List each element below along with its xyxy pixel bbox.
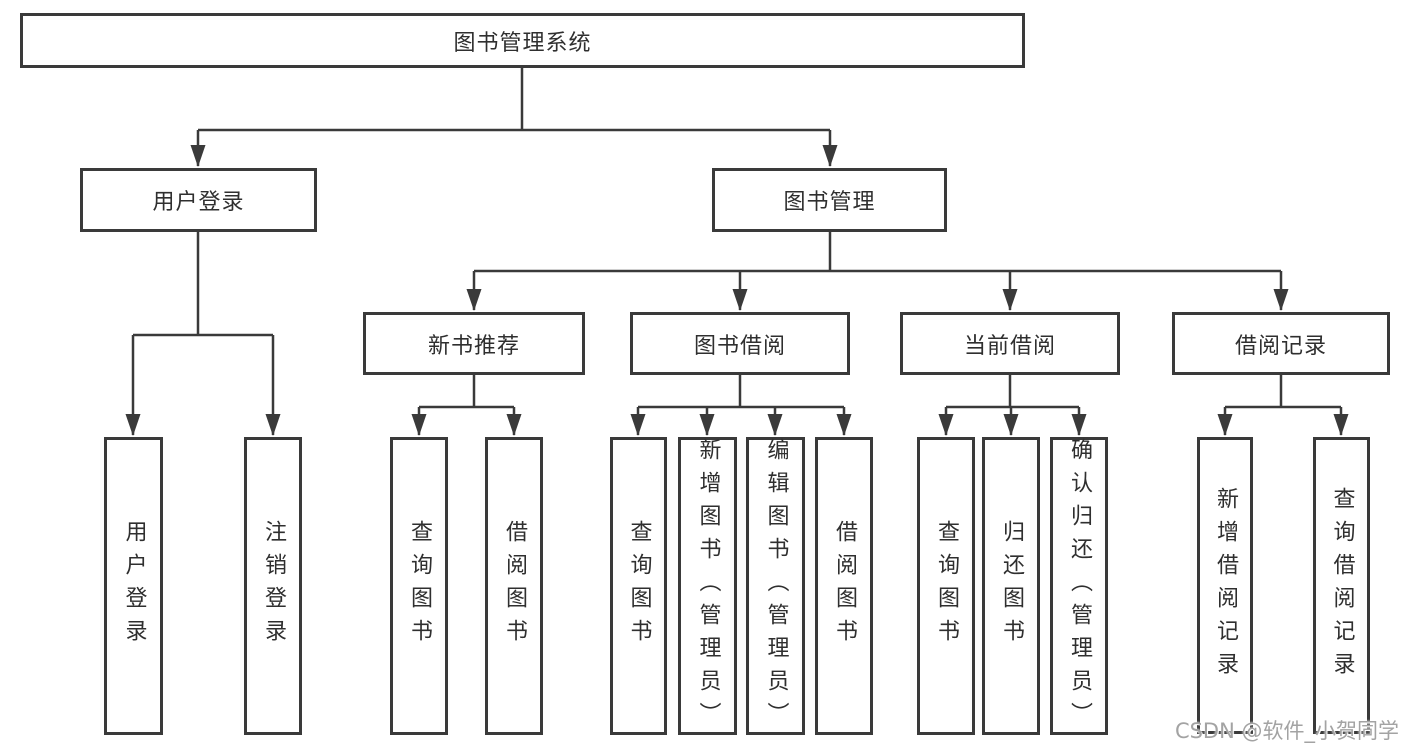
leaf-return-books-label: 归还图书 <box>999 520 1024 652</box>
node-book-management-label: 图书管理 <box>783 190 876 215</box>
node-current-borrowing-label: 当前借阅 <box>963 333 1056 359</box>
leaf-confirm-return-admin: 确认归还（管理员） <box>1050 437 1108 735</box>
leaf-borrow-books-label: 借阅图书 <box>832 520 857 652</box>
leaf-query-borrow-record-label: 查询借阅记录 <box>1329 486 1355 685</box>
csdn-watermark: CSDN @软件_小贺同学 <box>1174 719 1399 743</box>
leaf-confirm-return-admin-label: 确认归还（管理员） <box>1067 437 1092 735</box>
node-borrow-records: 借阅记录 <box>1172 312 1390 375</box>
leaf-add-books-admin-label: 新增图书（管理员） <box>695 437 721 735</box>
node-current-borrowing: 当前借阅 <box>900 312 1120 375</box>
leaf-query-books-current-label: 查询图书 <box>934 520 959 652</box>
leaf-add-books-admin: 新增图书（管理员） <box>678 437 737 735</box>
leaf-add-borrow-record-label: 新增借阅记录 <box>1213 486 1238 685</box>
leaf-edit-books-admin: 编辑图书（管理员） <box>746 437 805 735</box>
leaf-query-borrow-record: 查询借阅记录 <box>1313 437 1370 734</box>
leaf-query-books-recommend-label: 查询图书 <box>407 520 432 652</box>
node-book-borrowing-label: 图书借阅 <box>693 333 786 359</box>
node-borrow-records-label: 借阅记录 <box>1234 333 1327 359</box>
node-new-book-recommend-label: 新书推荐 <box>427 333 520 359</box>
node-user-login-module: 用户登录 <box>80 168 317 232</box>
node-root-library-system: 图书管理系统 <box>20 13 1025 68</box>
leaf-user-login: 用户登录 <box>104 437 163 735</box>
node-book-borrowing: 图书借阅 <box>630 312 850 375</box>
leaf-query-books-recommend: 查询图书 <box>390 437 448 735</box>
leaf-edit-books-admin-label: 编辑图书（管理员） <box>763 437 789 735</box>
leaf-borrow-books-recommend: 借阅图书 <box>485 437 543 735</box>
leaf-logout-label: 注销登录 <box>261 520 286 652</box>
node-root-label: 图书管理系统 <box>453 30 592 56</box>
leaf-borrow-books-recommend-label: 借阅图书 <box>502 520 527 652</box>
node-user-login-label: 用户登录 <box>152 190 245 215</box>
leaf-user-login-label: 用户登录 <box>121 520 147 652</box>
leaf-query-books-current: 查询图书 <box>917 437 975 735</box>
leaf-add-borrow-record: 新增借阅记录 <box>1197 437 1253 734</box>
leaf-query-books-borrowing: 查询图书 <box>610 437 667 735</box>
leaf-return-books: 归还图书 <box>982 437 1040 735</box>
leaf-query-books-borrowing-label: 查询图书 <box>626 520 652 652</box>
leaf-borrow-books: 借阅图书 <box>815 437 873 735</box>
leaf-logout: 注销登录 <box>244 437 302 735</box>
node-book-management: 图书管理 <box>712 168 947 232</box>
node-new-book-recommend: 新书推荐 <box>363 312 585 375</box>
